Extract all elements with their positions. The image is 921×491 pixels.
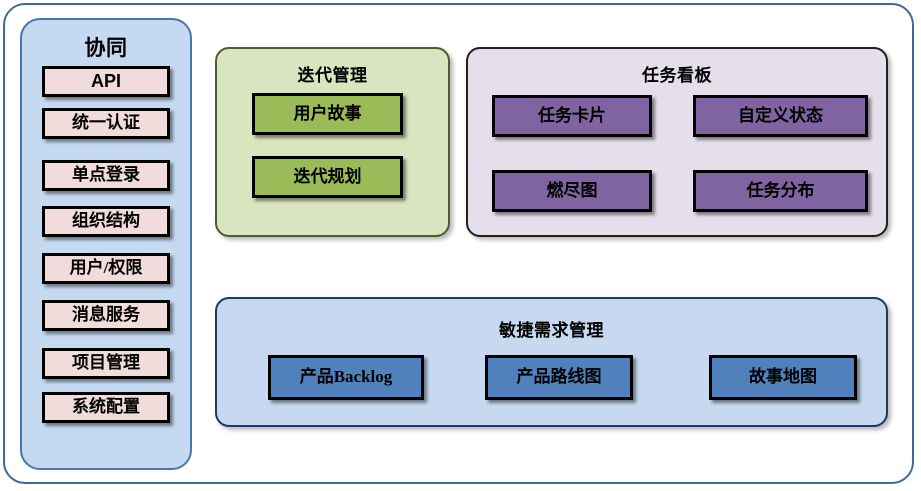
sidebar-title: 协同 xyxy=(84,37,128,60)
task-board-item-burndown-chart[interactable]: 燃尽图 xyxy=(492,170,652,212)
iteration-management-title: 迭代管理 xyxy=(297,66,368,85)
task-board-item-custom-status[interactable]: 自定义状态 xyxy=(693,95,868,137)
sidebar-item-sso[interactable]: 单点登录 xyxy=(42,160,170,191)
task-board-title: 任务看板 xyxy=(642,66,712,85)
iteration-management-group: 迭代管理 xyxy=(215,47,450,237)
agile-item-product-backlog[interactable]: 产品Backlog xyxy=(268,355,424,400)
sidebar-item-message-service[interactable]: 消息服务 xyxy=(42,300,170,331)
task-board-item-task-card[interactable]: 任务卡片 xyxy=(492,95,652,137)
sidebar-item-user-permission[interactable]: 用户/权限 xyxy=(42,253,170,284)
sidebar-item-unified-auth[interactable]: 统一认证 xyxy=(42,108,170,139)
agile-item-product-roadmap[interactable]: 产品路线图 xyxy=(485,355,633,400)
agile-requirements-title: 敏捷需求管理 xyxy=(499,321,604,340)
iteration-item-iteration-planning[interactable]: 迭代规划 xyxy=(252,156,403,198)
agile-item-story-map[interactable]: 故事地图 xyxy=(709,355,857,400)
sidebar-item-api[interactable]: API xyxy=(42,66,170,97)
sidebar-item-system-config[interactable]: 系统配置 xyxy=(42,392,170,423)
iteration-item-user-story[interactable]: 用户故事 xyxy=(252,93,403,135)
sidebar-item-project-management[interactable]: 项目管理 xyxy=(42,348,170,379)
task-board-item-task-distribution[interactable]: 任务分布 xyxy=(693,170,868,212)
sidebar-item-org-structure[interactable]: 组织结构 xyxy=(42,206,170,237)
